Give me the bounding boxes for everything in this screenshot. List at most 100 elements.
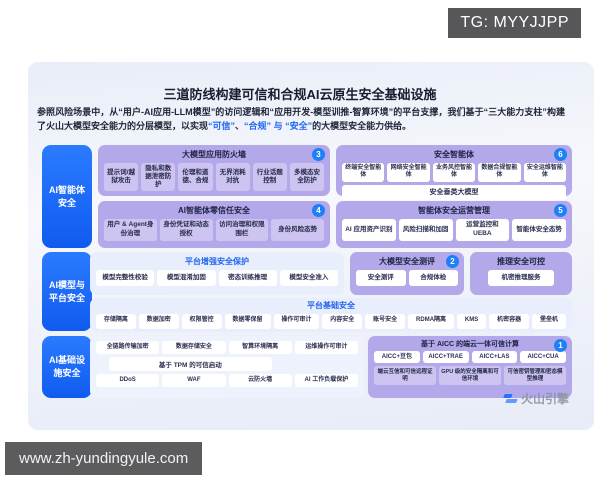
firewall-chip: 隐私和数据泄密防护 [141, 162, 176, 191]
security-agent-chip: 业务风控智能体 [432, 162, 476, 182]
infra-chip: 数据存储安全 [162, 341, 226, 354]
agent-ops-chip: 运营监控和 UEBA [455, 218, 510, 241]
intro-text: 、 [235, 121, 245, 131]
platform-base-chip: 机密容器 [489, 313, 530, 329]
infra-chip: 云防火墙 [228, 374, 292, 387]
box-title: 基于 AICC 的端云一体可信计算 [421, 341, 519, 348]
box-title: 推理安全可控 [497, 257, 545, 266]
platform-base-chip: 数据加密 [138, 313, 179, 329]
security-vertical-llm-chip: 安全垂类大模型 [342, 184, 566, 200]
box-platform-enhanced-protection: 平台增强安全保护 模型完整性校验模型混淆加固密态训练推理模型安全准入 [90, 252, 344, 295]
sidebar-item-ai-infra-security: AI基础设施安全 [42, 336, 92, 398]
platform-base-chip: 堡垒机 [532, 313, 566, 329]
firewall-chip: 多模态安全防护 [289, 162, 325, 191]
box-title: 大模型安全测评 [379, 257, 435, 266]
badge-number-4: 4 [312, 204, 325, 217]
platform-base-chip: 权限管控 [181, 313, 222, 329]
aicc-chip: AICC+TRAE [422, 351, 469, 364]
model-eval-chip: 合规体检 [408, 269, 458, 286]
platform-base-chip: 存储隔离 [96, 313, 136, 329]
infra-chip: WAF [162, 374, 226, 387]
platform-enhanced-chip: 模型混淆加固 [157, 269, 216, 286]
intro-text: 参照风险场景中，从“用户-AI应用-LLM模型”的访问逻辑和“应用开发-模型训推… [37, 107, 565, 131]
platform-base-chip: 操作可审计 [273, 313, 320, 329]
badge-number-5: 5 [554, 204, 567, 217]
badge-number-6: 6 [554, 148, 567, 161]
sidebar-item-ai-agent-security: AI智能体安全 [42, 145, 92, 248]
box-title: 智能体安全运营管理 [418, 206, 490, 215]
zero-trust-chip: 访问治理和权限围栏 [215, 218, 269, 241]
volcengine-logo: 火山引擎 [503, 390, 569, 407]
box-llm-app-firewall: 大模型应用防火墙 3 提示词/越狱攻击隐私和数据泄密防护伦理和道德、合规无界消耗… [98, 145, 330, 196]
watermark-badge: www.zh-yundingyule.com [5, 442, 203, 475]
platform-enhanced-chip: 模型安全准入 [279, 269, 338, 286]
platform-enhanced-chip: 模型完整性校验 [96, 269, 155, 286]
badge-number-2: 2 [446, 255, 459, 268]
platform-base-chip: 内容安全 [322, 313, 363, 329]
volcengine-logo-text: 火山引擎 [521, 392, 570, 406]
intro-highlight: “合规” [244, 121, 272, 131]
aicc-chip: AICC+LAS [471, 351, 518, 364]
firewall-chip: 无界消耗对抗 [215, 162, 250, 191]
badge-number-1: 1 [554, 339, 567, 352]
intro-paragraph: 参照风险场景中，从“用户-AI应用-LLM模型”的访问逻辑和“应用开发-模型训推… [37, 105, 565, 133]
tpm-trusted-boot-chip: 基于 TPM 的可信启动 [109, 357, 272, 371]
aicc-chip: 端云互信和可信远程证明 [374, 366, 436, 386]
infra-chip: AI 工作负载保护 [294, 374, 358, 387]
box-title: 平台基础安全 [307, 301, 355, 310]
aicc-chip: GPU 级的安全隔离和可信环境 [439, 366, 501, 386]
box-agent-zero-trust: AI智能体零信任安全 4 用户 & Agent身份治理身份凭证和动态授权访问治理… [98, 201, 330, 248]
tg-badge: TG: MYYJJPP [448, 8, 581, 38]
chip-row: 全链路传输加密数据存储安全智算环境隔离运维操作可审计 [96, 341, 358, 354]
box-title: 平台增强安全保护 [185, 257, 249, 266]
agent-ops-chip: AI 应用资产识别 [342, 218, 396, 241]
agent-ops-chip: 风险扫描和加固 [398, 218, 453, 241]
platform-base-chip: KMS [456, 313, 487, 329]
infra-chip: DDoS [96, 374, 160, 387]
aicc-chip: AICC+CUA [520, 351, 566, 364]
security-agent-chip: 安全运维智能体 [523, 162, 567, 182]
firewall-chip: 行业话题控制 [252, 162, 287, 191]
platform-base-chip: 数据零保留 [224, 313, 271, 329]
zero-trust-chip: 用户 & Agent身份治理 [104, 218, 157, 241]
badge-number-3: 3 [312, 148, 325, 161]
box-security-agents: 安全智能体 6 终端安全智能体网络安全智能体业务风控智能体数据合规智能体安全运维… [336, 145, 572, 200]
sidebar-item-ai-model-platform-security: AI模型与平台安全 [42, 252, 92, 331]
model-eval-chip: 安全测评 [356, 269, 406, 286]
security-agent-chip: 数据合规智能体 [478, 162, 521, 182]
intro-highlight: “可信” [208, 121, 236, 131]
infra-chip: 智算环境隔离 [228, 341, 292, 354]
box-infra-security: 全链路传输加密数据存储安全智算环境隔离运维操作可审计 基于 TPM 的可信启动 … [90, 336, 364, 398]
intro-highlight: “安全” [285, 121, 313, 131]
intro-highlight: 与 [271, 121, 286, 131]
volcengine-logo-icon [503, 394, 517, 403]
box-inference-security: 推理安全可控 机密推理服务 [470, 252, 572, 295]
aicc-chip: 可信密钥管理和密态模型推理 [504, 366, 566, 386]
agent-ops-chip: 智能体安全态势 [512, 218, 566, 241]
platform-enhanced-chip: 密态训练推理 [218, 269, 277, 286]
platform-base-chip: 账号安全 [365, 313, 406, 329]
chip-row: 终端安全智能体网络安全智能体业务风控智能体数据合规智能体安全运维智能体 [342, 162, 567, 182]
platform-base-chip: RDMA隔离 [408, 313, 454, 329]
box-llm-security-evaluation: 大模型安全测评 2 安全测评合规体检 [350, 252, 464, 295]
intro-text: 的大模型安全能力供给。 [312, 121, 412, 131]
infra-chip: 运维操作可审计 [294, 341, 358, 354]
zero-trust-chip: 身份风险态势 [271, 218, 324, 241]
firewall-chip: 伦理和道德、合规 [178, 162, 213, 191]
security-agent-chip: 终端安全智能体 [342, 162, 385, 182]
infra-chip: 全链路传输加密 [96, 341, 160, 354]
chip-row: 用户 & Agent身份治理身份凭证和动态授权访问治理和权限围栏身份风险态势 [104, 218, 324, 241]
chip-row: 机密推理服务 [476, 269, 566, 286]
security-agent-chip: 网络安全智能体 [387, 162, 430, 182]
box-title: 大模型应用防火墙 [182, 150, 246, 159]
chip-row: 安全测评合规体检 [356, 269, 458, 286]
